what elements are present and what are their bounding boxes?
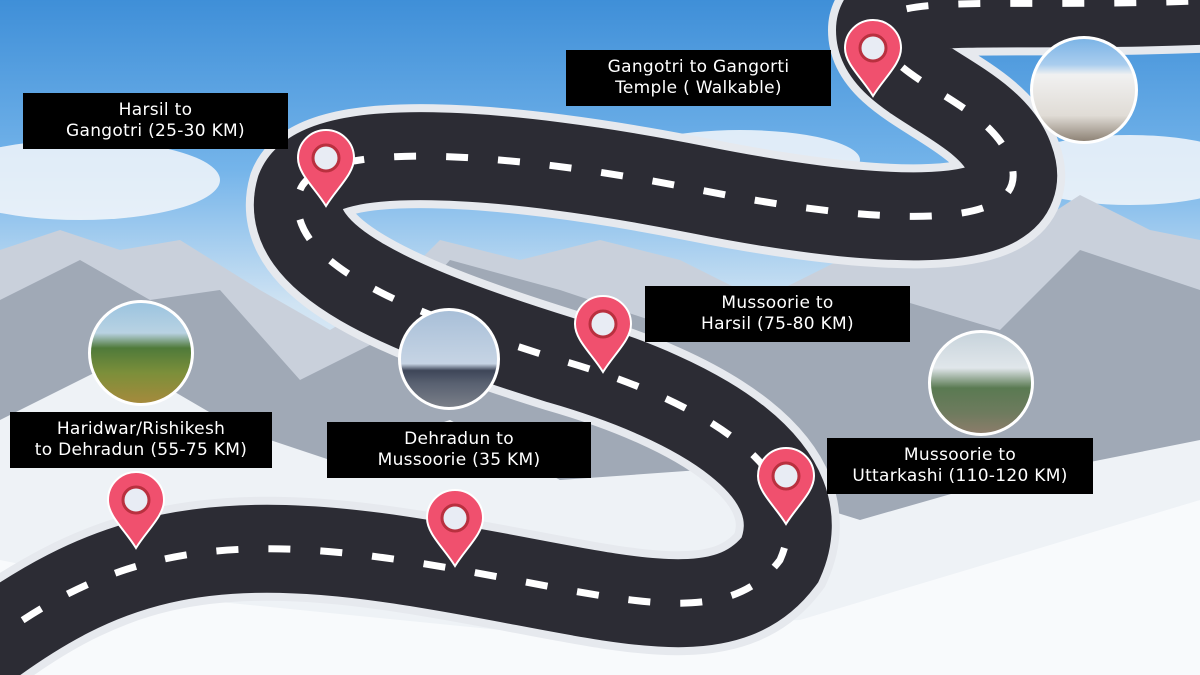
stop-label-harsil: Mussoorie to Harsil (75-80 KM) — [645, 286, 910, 342]
photo-haridwar — [88, 300, 194, 406]
map-pin-icon — [295, 128, 357, 208]
label-line-2: Mussoorie (35 KM) — [377, 450, 541, 470]
label-line-1: Harsil to — [118, 100, 193, 120]
map-pin-icon — [424, 488, 486, 568]
label-line-1: Mussoorie to — [903, 445, 1017, 465]
label-line-2: Uttarkashi (110-120 KM) — [852, 466, 1068, 486]
map-pin-icon — [572, 294, 634, 374]
photo-gangotri-temple — [1030, 36, 1138, 144]
map-pin-icon — [105, 470, 167, 550]
stop-label-gangotri: Harsil to Gangotri (25-30 KM) — [23, 93, 288, 149]
label-line-2: Temple ( Walkable) — [615, 78, 782, 98]
stop-label-temple: Gangotri to Gangorti Temple ( Walkable) — [566, 50, 831, 106]
label-line-1: Haridwar/Rishikesh — [56, 419, 226, 439]
stop-label-dehradun: Dehradun to Mussoorie (35 KM) — [327, 422, 591, 478]
map-pin-icon — [755, 446, 817, 526]
photo-uttarkashi — [928, 330, 1034, 436]
stop-label-haridwar: Haridwar/Rishikesh to Dehradun (55-75 KM… — [10, 412, 272, 468]
label-line-1: Gangotri to Gangorti — [607, 57, 790, 77]
label-line-1: Dehradun to — [404, 429, 514, 449]
label-line-2: to Dehradun (55-75 KM) — [34, 440, 248, 460]
stop-label-uttarkashi: Mussoorie to Uttarkashi (110-120 KM) — [827, 438, 1093, 494]
label-line-1: Mussoorie to — [721, 293, 834, 313]
map-pin-icon — [842, 18, 904, 98]
photo-mussoorie — [398, 308, 500, 410]
label-line-2: Gangotri (25-30 KM) — [66, 121, 245, 141]
label-line-2: Harsil (75-80 KM) — [701, 314, 854, 334]
